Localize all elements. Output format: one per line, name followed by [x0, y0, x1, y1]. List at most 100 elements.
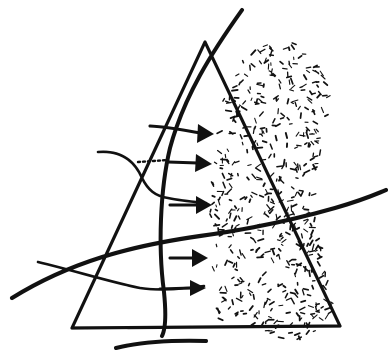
stipple-mark [308, 306, 313, 308]
stipple-mark [312, 111, 314, 112]
stipple-mark [234, 216, 236, 221]
stipple-mark [269, 71, 271, 72]
stipple-mark [247, 217, 252, 220]
stipple-mark [251, 195, 252, 197]
stipple-mark [253, 295, 254, 299]
stipple-mark [227, 179, 232, 180]
stipple-mark [252, 192, 257, 194]
stipple-mark [232, 300, 233, 305]
stipple-mark [307, 70, 310, 72]
stipple-mark [297, 313, 299, 316]
stipple-mark [230, 213, 231, 218]
stipple-mark [304, 209, 308, 210]
stipple-mark [291, 79, 293, 84]
stipple-mark [289, 333, 292, 334]
stipple-mark [255, 127, 256, 129]
stipple-mark [301, 301, 305, 302]
stipple-mark [250, 306, 253, 310]
stipple-mark [242, 296, 243, 298]
stipple-mark [248, 290, 253, 293]
stipple-mark [216, 265, 217, 268]
stipple-mark [258, 239, 263, 241]
stipple-mark [235, 206, 237, 208]
stipple-mark [216, 244, 217, 246]
stipple-mark [304, 229, 308, 232]
stipple-mark [270, 144, 272, 149]
stipple-mark [304, 75, 307, 79]
stipple-mark [245, 74, 248, 76]
stipple-mark [318, 262, 320, 266]
stipple-mark [251, 250, 253, 251]
stipple-mark [273, 119, 275, 123]
stipple-mark [270, 332, 274, 333]
stipple-mark [250, 293, 251, 295]
stipple-mark [229, 245, 231, 248]
stipple-mark [236, 225, 239, 227]
stipple-mark [289, 47, 290, 50]
stipple-mark [238, 209, 240, 211]
stipple-mark [301, 84, 306, 87]
stipple-mark [260, 196, 264, 198]
stipple-mark [266, 190, 268, 193]
stipple-mark [317, 95, 320, 98]
arrow [168, 154, 212, 172]
arrow [170, 249, 208, 267]
stipple-mark [291, 85, 295, 89]
stipple-mark [238, 216, 240, 219]
stipple-mark [310, 236, 312, 239]
stipple-mark [269, 154, 271, 158]
stipple-mark [255, 104, 259, 105]
stipple-mark [241, 80, 243, 82]
stipple-mark [312, 286, 313, 289]
stipple-mark [236, 314, 238, 316]
stipple-mark [256, 168, 261, 171]
stipple-mark [226, 110, 232, 111]
stipple-mark [286, 312, 290, 313]
stipple-mark [236, 74, 239, 76]
stipple-mark [243, 101, 246, 104]
stipple-mark [210, 209, 211, 212]
incoming-curve-lower [38, 262, 204, 289]
stipple-mark [310, 134, 313, 135]
stipple-mark [291, 102, 293, 103]
stipple-mark [278, 240, 281, 241]
stipple-mark [223, 182, 225, 188]
stipple-mark [279, 255, 280, 259]
stipple-mark [259, 278, 261, 282]
stipple-mark [261, 134, 263, 136]
stipple-mark [265, 251, 270, 252]
stipple-mark [289, 80, 290, 84]
stipple-mark [279, 337, 284, 338]
stipple-mark [285, 294, 287, 298]
stipple-mark [248, 90, 250, 93]
stipple-mark [307, 244, 308, 246]
stipple-mark [315, 141, 318, 143]
stipple-mark [292, 299, 295, 304]
stipple-mark [311, 142, 314, 145]
stipple-mark [321, 307, 323, 308]
stipple-mark [290, 90, 294, 91]
stipple-mark [316, 239, 319, 241]
stipple-mark [316, 307, 317, 310]
stipple-mark [222, 224, 227, 227]
stipple-mark [232, 226, 233, 229]
stipple-mark [300, 135, 305, 136]
stipple-mark [292, 45, 295, 49]
stipple-mark [311, 314, 315, 315]
stipple-mark [244, 136, 248, 137]
stipple-mark [227, 160, 228, 162]
stippled-region [210, 43, 333, 340]
stipple-mark [289, 260, 292, 262]
stipple-mark [312, 315, 314, 317]
stipple-mark [292, 197, 294, 198]
arrow [160, 280, 206, 296]
stipple-mark [281, 118, 284, 119]
stipple-mark [283, 286, 285, 288]
stipple-mark [260, 112, 264, 116]
stipple-mark [263, 141, 267, 142]
stipple-mark [283, 48, 287, 50]
stipple-mark [212, 196, 214, 197]
stipple-mark [283, 68, 287, 69]
stipple-mark [286, 298, 291, 300]
